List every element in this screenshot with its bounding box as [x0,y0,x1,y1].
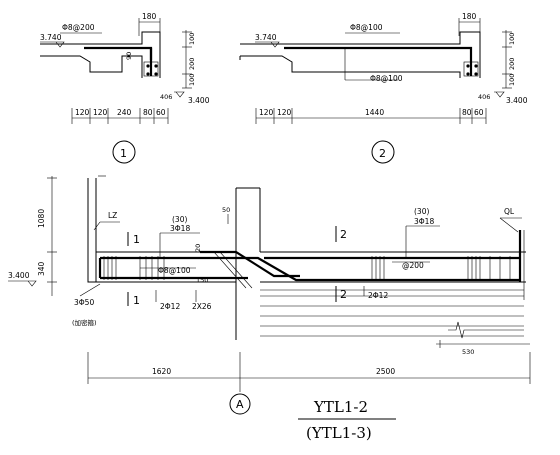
d1-dim-v1: 100 [188,33,196,45]
d2-dim-v1: 100 [508,33,516,45]
main-stirrup-left: Φ8@100 [158,266,191,275]
d1-dim-b1: 120 [75,108,90,117]
d2-dim-b3: 1440 [365,108,384,117]
main-dim-20: 20 [194,244,202,252]
d1-elev-top: 3.740 [40,33,62,42]
main-left-top-a: (30) [172,215,187,224]
d1-dim-406: 406 [160,93,172,101]
d2-dim-v2: 200 [508,58,516,70]
title-line2: (YTL1-3) [306,424,372,442]
d1-dim-b5: 60 [156,108,166,117]
main-dim-1080: 1080 [37,209,46,228]
d1-section-marker [112,140,136,164]
d1-section-label: 1 [120,147,127,160]
main-note: (加密箍) [72,318,97,327]
d2-rebar-top: Φ8@100 [350,23,383,32]
d1-elev-bot: 3.400 [188,96,210,105]
title-line1: YTL1-2 [313,398,368,416]
axis-label: A [236,398,244,411]
d2-elev-top: 3.740 [255,33,277,42]
d2-dim-b1: 120 [259,108,274,117]
d2-dim-406: 406 [478,93,490,101]
main-elev: 3.400 [8,271,30,280]
d1-dim-b3: 240 [117,108,132,117]
d2-section-label: 2 [379,147,386,160]
d2-dim-b4: 80 [462,108,472,117]
d2-dim-b5: 60 [474,108,484,117]
main-bot-right: 2Φ12 [368,291,388,300]
d2-elev-bot: 3.400 [506,96,528,105]
main-dim-right-span: 2500 [376,367,395,376]
main-lz: LZ [108,211,117,220]
axis-bubble [229,393,251,415]
d1-dim-b2: 120 [93,108,108,117]
d2-dim-v3: 100 [508,74,516,86]
main-small-dim: 530 [462,348,474,356]
main-ql: QL [504,207,515,216]
d1-dim-b4: 80 [143,108,153,117]
d1-dim-v2: 200 [188,58,196,70]
d2-rebar-mid: Φ8@100 [370,74,403,83]
main-bot-left: 2Φ12 [160,302,180,311]
main-sec1-bot: 1 [133,294,140,307]
detail-1: 180 Φ8@200 3.740 90 100 200 100 406 3.40… [40,12,210,164]
d1-dim-180: 180 [142,12,157,21]
main-sec1-top: 1 [133,233,140,246]
main-dim-150: 150 [196,276,208,284]
main-lz-bar: 3Φ50 [74,298,94,307]
d1-rebar-label: Φ8@200 [62,23,95,32]
main-right-top-b: 3Φ18 [414,217,434,226]
main-elevation: 1080 340 3.400 LZ (30) 3Φ18 1 [8,175,531,415]
d1-dim-90: 90 [125,52,133,60]
main-bent: 2X26 [192,302,212,311]
main-left-top-b: 3Φ18 [170,224,190,233]
d2-dim-180: 180 [462,12,477,21]
main-dim-50: 50 [222,206,230,214]
main-sec2-top: 2 [340,228,347,241]
d2-dim-b2: 120 [277,108,292,117]
main-stirrup-right: @200 [402,261,424,270]
d1-dim-v3: 100 [188,74,196,86]
main-dim-340: 340 [37,261,46,276]
detail-2: 180 Φ8@100 3.740 Φ8@100 100 200 100 406 … [239,12,528,164]
drawing-title: YTL1-2 (YTL1-3) [298,398,396,442]
d2-section-marker [371,140,395,164]
main-sec2-bot: 2 [340,288,347,301]
main-dim-left-span: 1620 [152,367,171,376]
main-right-top-a: (30) [414,207,429,216]
